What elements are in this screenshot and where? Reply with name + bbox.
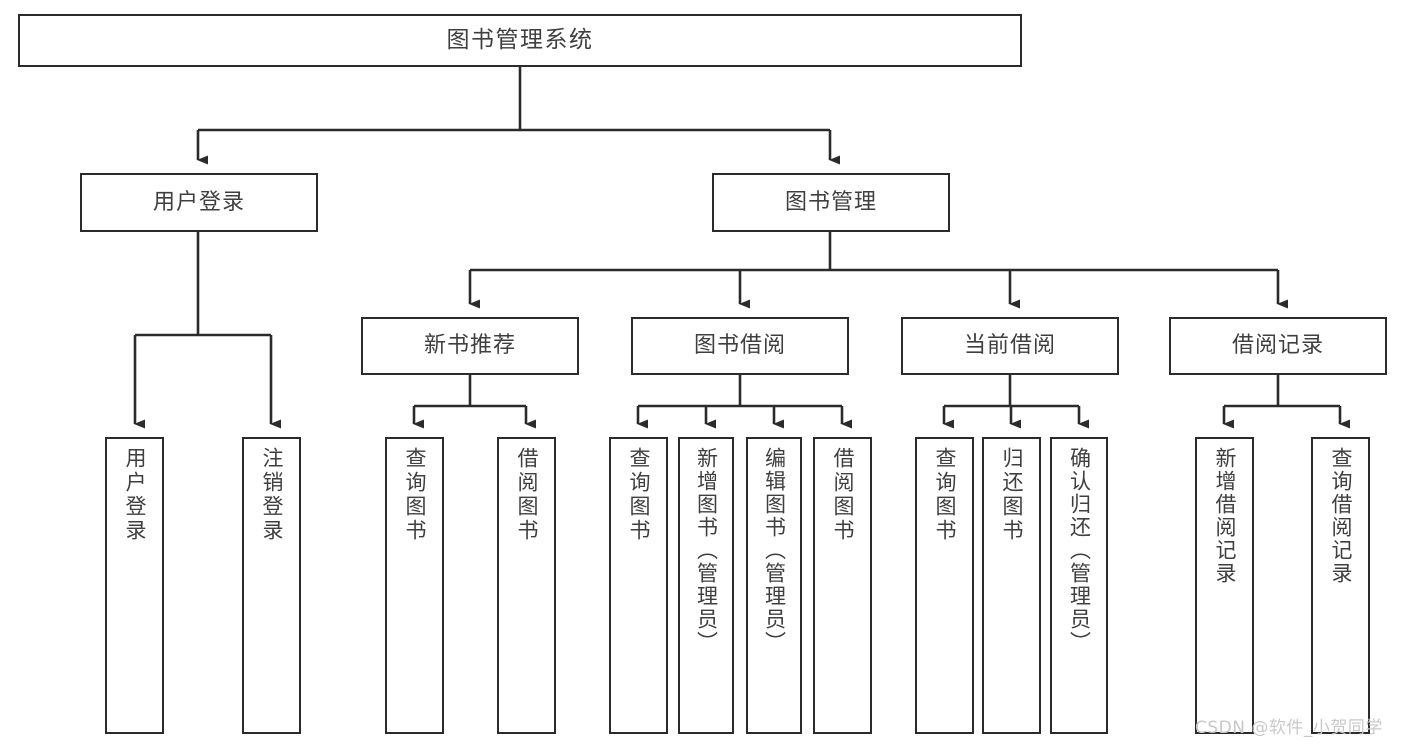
node-book-management-label: 图书管理 <box>784 189 877 215</box>
node-new-book-recommend-label: 新书推荐 <box>423 333 516 359</box>
node-book-borrow-label: 图书借阅 <box>693 333 786 359</box>
node-leaf-borrow-book-2-label: 借阅图书 <box>831 447 855 543</box>
node-leaf-user-login-label: 用户登录 <box>123 447 147 543</box>
node-borrow-record-label: 借阅记录 <box>1231 333 1324 359</box>
node-leaf-edit-book[interactable]: 编辑图书（管理员） <box>746 437 802 734</box>
node-leaf-query-book-1-label: 查询图书 <box>403 447 427 543</box>
node-leaf-query-book-3-label: 查询图书 <box>933 447 957 543</box>
node-new-book-recommend[interactable]: 新书推荐 <box>361 317 579 375</box>
node-borrow-record[interactable]: 借阅记录 <box>1169 317 1387 375</box>
node-leaf-user-login[interactable]: 用户登录 <box>105 437 164 734</box>
node-leaf-add-record[interactable]: 新增借阅记录 <box>1195 437 1254 734</box>
node-leaf-query-book-3[interactable]: 查询图书 <box>915 437 974 734</box>
node-leaf-add-book[interactable]: 新增图书（管理员） <box>678 437 734 734</box>
node-leaf-add-record-label: 新增借阅记录 <box>1213 447 1237 585</box>
node-leaf-query-book-1[interactable]: 查询图书 <box>385 437 444 734</box>
node-leaf-query-book-2-label: 查询图书 <box>627 447 651 543</box>
node-leaf-query-book-2[interactable]: 查询图书 <box>609 437 668 734</box>
node-leaf-borrow-book-1[interactable]: 借阅图书 <box>497 437 556 734</box>
node-leaf-query-record[interactable]: 查询借阅记录 <box>1311 437 1370 734</box>
node-leaf-borrow-book-2[interactable]: 借阅图书 <box>813 437 872 734</box>
node-leaf-borrow-book-1-label: 借阅图书 <box>515 447 539 543</box>
node-leaf-add-book-label: 新增图书（管理员） <box>694 447 719 654</box>
node-leaf-return-book[interactable]: 归还图书 <box>982 437 1041 734</box>
node-current-borrow-label: 当前借阅 <box>963 333 1056 359</box>
node-leaf-query-record-label: 查询借阅记录 <box>1329 447 1353 585</box>
node-leaf-confirm-return-label: 确认归还（管理员） <box>1067 447 1092 654</box>
csdn-watermark: CSDN @软件_小贺同学 <box>1195 718 1383 738</box>
node-leaf-return-book-label: 归还图书 <box>1000 447 1024 543</box>
node-root[interactable]: 图书管理系统 <box>18 14 1022 67</box>
node-user-login-label: 用户登录 <box>152 189 245 215</box>
node-book-management[interactable]: 图书管理 <box>712 173 950 232</box>
node-leaf-edit-book-label: 编辑图书（管理员） <box>762 447 787 654</box>
node-current-borrow[interactable]: 当前借阅 <box>901 317 1119 375</box>
node-book-borrow[interactable]: 图书借阅 <box>631 317 849 375</box>
node-leaf-logout-login[interactable]: 注销登录 <box>242 437 301 734</box>
node-user-login[interactable]: 用户登录 <box>80 173 318 232</box>
node-root-label: 图书管理系统 <box>446 26 594 53</box>
node-leaf-logout-login-label: 注销登录 <box>260 447 284 543</box>
node-leaf-confirm-return[interactable]: 确认归还（管理员） <box>1050 437 1108 734</box>
